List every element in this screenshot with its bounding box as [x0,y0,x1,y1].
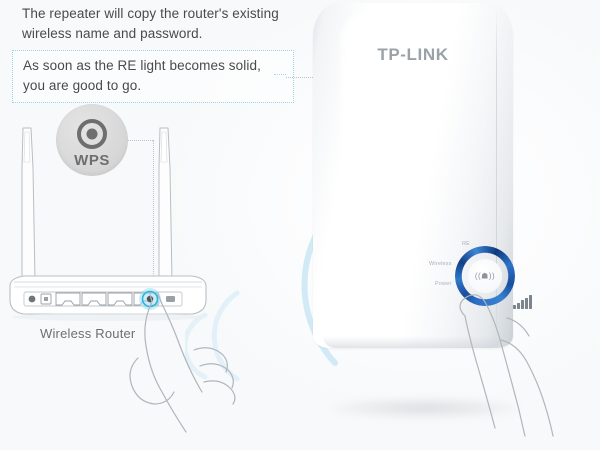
extender-highlight [341,9,401,328]
wps-badge-label: WPS [74,152,110,169]
router-power-jack [28,295,36,303]
extender-drop-shadow [330,398,520,418]
extender-seam-line [496,6,497,338]
extender-led-ring-button[interactable]: ((☗)) [455,246,515,306]
right-hand-pointing [459,294,554,437]
signal-strength-icon [513,295,532,309]
left-hand-pointing [129,293,236,433]
range-extender-device: TP-LINK RE Wireless Power ((☗)) [313,3,532,348]
router-switch [166,296,175,302]
wireless-router-illustration [9,127,207,321]
router-antenna [21,127,36,281]
tplink-logo: TP-LINK [377,45,449,64]
router-label: Wireless Router [40,326,136,341]
led-label-re: RE [462,241,471,247]
range-extender-icon: ((☗)) [474,271,496,281]
callout-re-light-solid: As soon as the RE light becomes solid, y… [12,50,294,103]
led-label-wireless: Wireless [429,261,452,267]
connector-wps-vertical [153,140,154,292]
wps-badge: WPS [56,104,128,176]
callout-copy-credentials: The repeater will copy the router's exis… [22,6,279,41]
wps-concentric-circles-icon [77,119,107,149]
led-label-power: Power [435,281,452,287]
extender-bottom-edge [323,336,503,348]
connector-re-callout-stub [274,74,286,75]
connector-wps-horizontal [128,140,153,141]
led-ring-center [468,259,502,293]
